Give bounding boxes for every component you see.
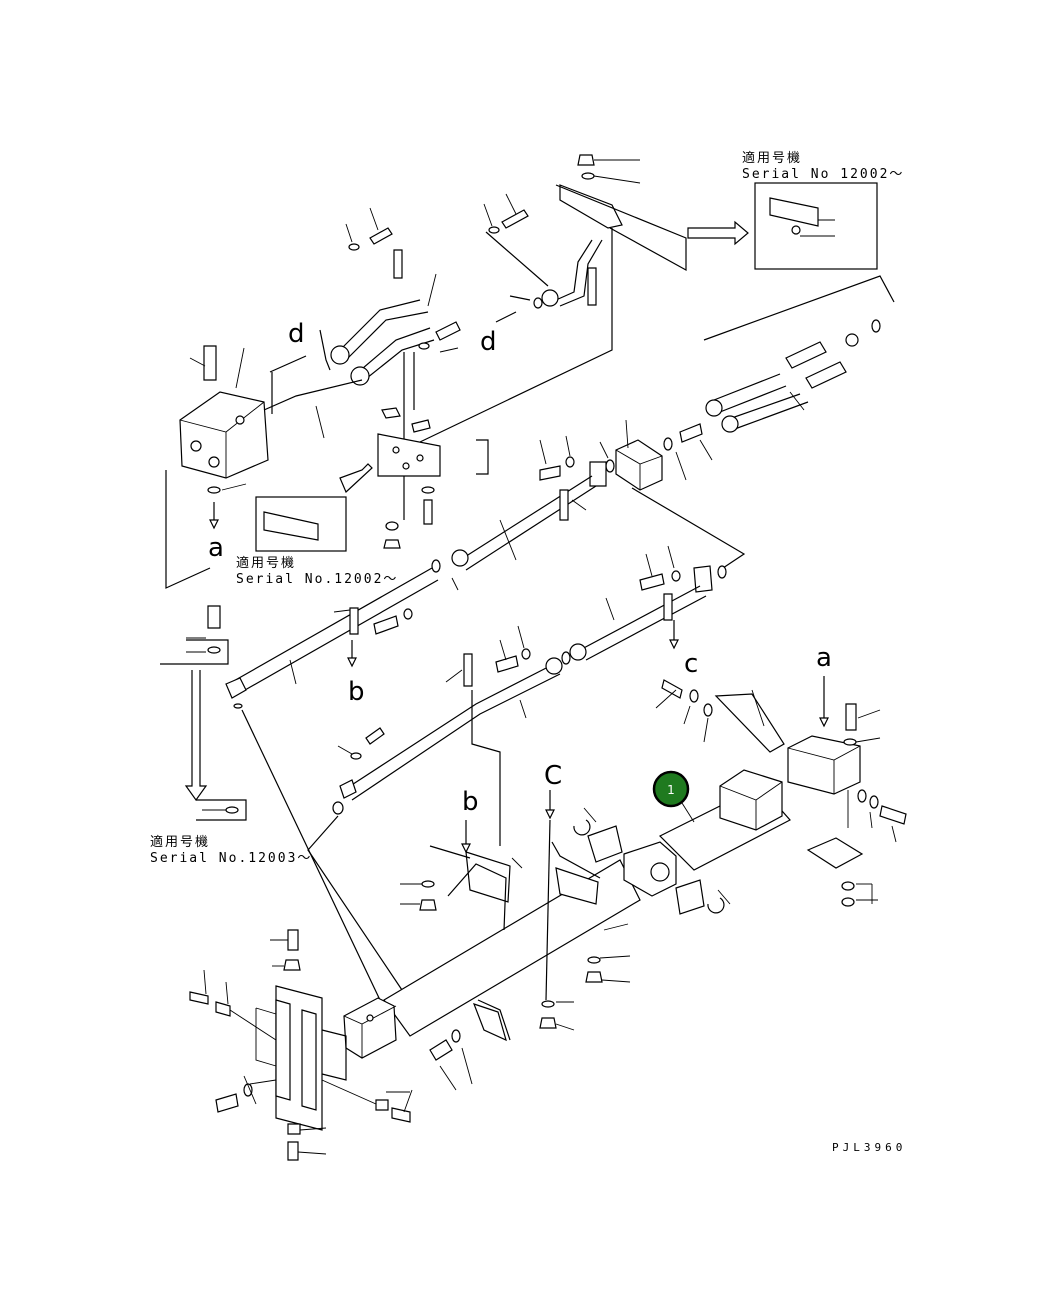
- callout-a-right: a: [816, 643, 832, 673]
- mounting-plate: [377, 433, 441, 477]
- rod-end-clevis: [787, 735, 861, 795]
- pipe-elbow: [225, 677, 247, 699]
- arrow-to-middle-inset-icon: [339, 463, 373, 494]
- part-badge-circle[interactable]: [652, 770, 690, 808]
- bolt-icon: [373, 615, 399, 635]
- middle-pipes: b 適用号機 Serial No.12003〜: [150, 435, 607, 866]
- nut-icon: [539, 1017, 557, 1029]
- inset-left-heading: 適用号機: [150, 834, 210, 850]
- bolt-icon: [429, 1039, 453, 1061]
- right-hose-assembly: [599, 275, 895, 571]
- nut-icon: [419, 899, 437, 911]
- nut-icon: [577, 154, 595, 166]
- arrow-d-right: [495, 311, 517, 323]
- callout-a-top: a: [208, 533, 224, 563]
- bolt-icon: [501, 209, 529, 229]
- hose-end: [785, 341, 827, 369]
- u-bolt-icon: [463, 653, 473, 687]
- nut-icon: [287, 1123, 301, 1135]
- upper-bracket-assembly: d: [480, 154, 687, 357]
- clamp-lower: [472, 1003, 507, 1042]
- inset-top-right: 適用号機 Serial No 12002〜: [687, 150, 904, 270]
- callout-b-mid: b: [462, 787, 479, 817]
- lower-mount-assembly: [189, 929, 413, 1161]
- bushing: [587, 825, 623, 863]
- control-valve-block: [179, 391, 269, 479]
- inset-top-right-heading: 適用号機: [742, 150, 802, 166]
- inset-top-right-serial: Serial No 12002〜: [742, 167, 904, 182]
- clamp-upper-right: [555, 867, 599, 905]
- hydraulic-cylinder-assembly: a C b: [343, 643, 907, 1091]
- bolt-icon: [287, 929, 299, 951]
- junction-block: [615, 439, 663, 491]
- nut-icon: [383, 539, 401, 549]
- bolt-icon: [365, 727, 385, 745]
- u-bolt-icon: [587, 267, 597, 306]
- bolt-icon: [207, 605, 221, 629]
- u-bolt-icon: [663, 593, 673, 621]
- drawing-code: PJL3960: [832, 1141, 906, 1154]
- hose-lower: [355, 327, 431, 375]
- bolt-icon: [495, 655, 519, 673]
- grease-bolt-icon: [661, 679, 683, 699]
- bolt-icon: [639, 573, 665, 591]
- inset-middle-frame: [255, 496, 347, 552]
- upper-left-valve-assembly: d a: [165, 207, 461, 589]
- bolt-icon: [369, 227, 393, 245]
- inset-middle-heading: 適用号機: [236, 555, 296, 571]
- bolt-icon: [845, 703, 857, 731]
- bolt-icon: [203, 345, 217, 381]
- bolt-icon: [879, 805, 907, 825]
- callout-c-upper: C: [544, 761, 562, 791]
- nut-icon: [585, 971, 603, 983]
- callout-d-left: d: [288, 319, 305, 349]
- bolt-icon: [423, 499, 433, 525]
- inset-bracket: [769, 197, 819, 227]
- bolt-icon: [391, 1107, 411, 1123]
- arrow-to-inset-icon: [687, 220, 749, 246]
- inset-middle-serial: Serial No.12002〜: [236, 572, 398, 587]
- u-bolt-icon: [393, 249, 403, 279]
- bolt-icon: [215, 1093, 239, 1113]
- lower-pipes: c: [241, 545, 727, 1001]
- o-ring-icon: [207, 486, 221, 494]
- washer-icon: [348, 243, 360, 251]
- bracket-range-marker: [476, 439, 489, 475]
- clamp-bracket: [559, 184, 623, 229]
- pin: [714, 693, 785, 753]
- bolt-icon: [435, 321, 461, 341]
- washer-icon: [581, 172, 595, 180]
- u-bolt-icon: [559, 489, 569, 521]
- arrow-to-left-inset-icon: [184, 670, 208, 802]
- cylinder-head-end: [343, 997, 397, 1059]
- hose-fitting: [541, 289, 559, 307]
- part-badge-number: 1: [667, 783, 675, 797]
- bolt-icon: [539, 465, 561, 481]
- callout-c-lower: c: [684, 649, 698, 679]
- shim-plate: [806, 837, 864, 869]
- callout-b-left: b: [348, 677, 365, 707]
- bushing: [675, 879, 705, 915]
- inset-plate: [263, 511, 319, 541]
- inset-left-serial: Serial No.12003〜: [150, 851, 312, 866]
- u-bolt-icon: [349, 607, 359, 635]
- bolt-icon: [287, 1141, 299, 1161]
- cylinder-tube: [383, 859, 641, 1037]
- nut-icon: [283, 959, 301, 971]
- inset-top-right-frame: [754, 182, 878, 270]
- hose-segment: [555, 239, 593, 301]
- middle-bracket-assembly: 適用号機 Serial No.12002〜: [236, 228, 613, 587]
- bolt-icon: [189, 991, 209, 1005]
- fitting-icon: [679, 423, 703, 443]
- part-number-badge[interactable]: 1: [652, 770, 695, 823]
- pipe-elbow: [339, 779, 357, 799]
- callout-d-right: d: [480, 327, 497, 357]
- arrow-d-left: [269, 355, 307, 373]
- rod-block: [719, 769, 783, 831]
- cylinder-rod-end: [623, 841, 677, 897]
- hose-upper: [339, 299, 421, 351]
